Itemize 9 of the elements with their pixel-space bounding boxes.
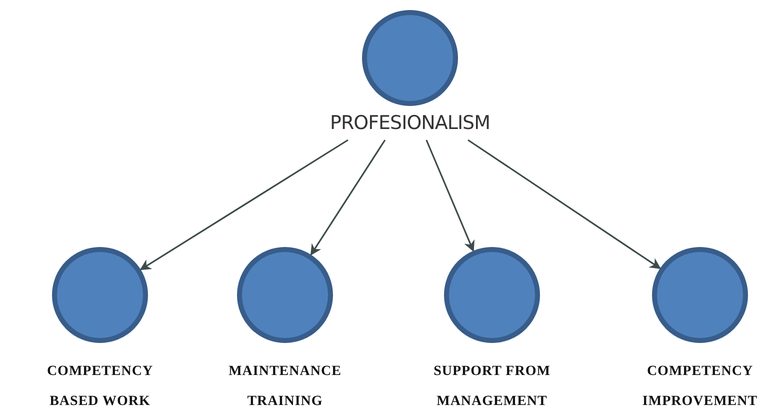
arrow [310,140,386,256]
node-label: SUPPORT FROM MANAGEMENT [432,363,552,411]
arrow [140,139,348,270]
node-label: PROFESIONALISM [330,112,490,134]
node-label: COMPETENCY IMPROVEMENT [641,363,759,411]
node-label: COMPETENCY BASED WORK [46,363,154,411]
arrow [468,139,662,269]
node-label: MAINTENANCE TRAINING [228,363,342,411]
arrow [426,140,475,252]
